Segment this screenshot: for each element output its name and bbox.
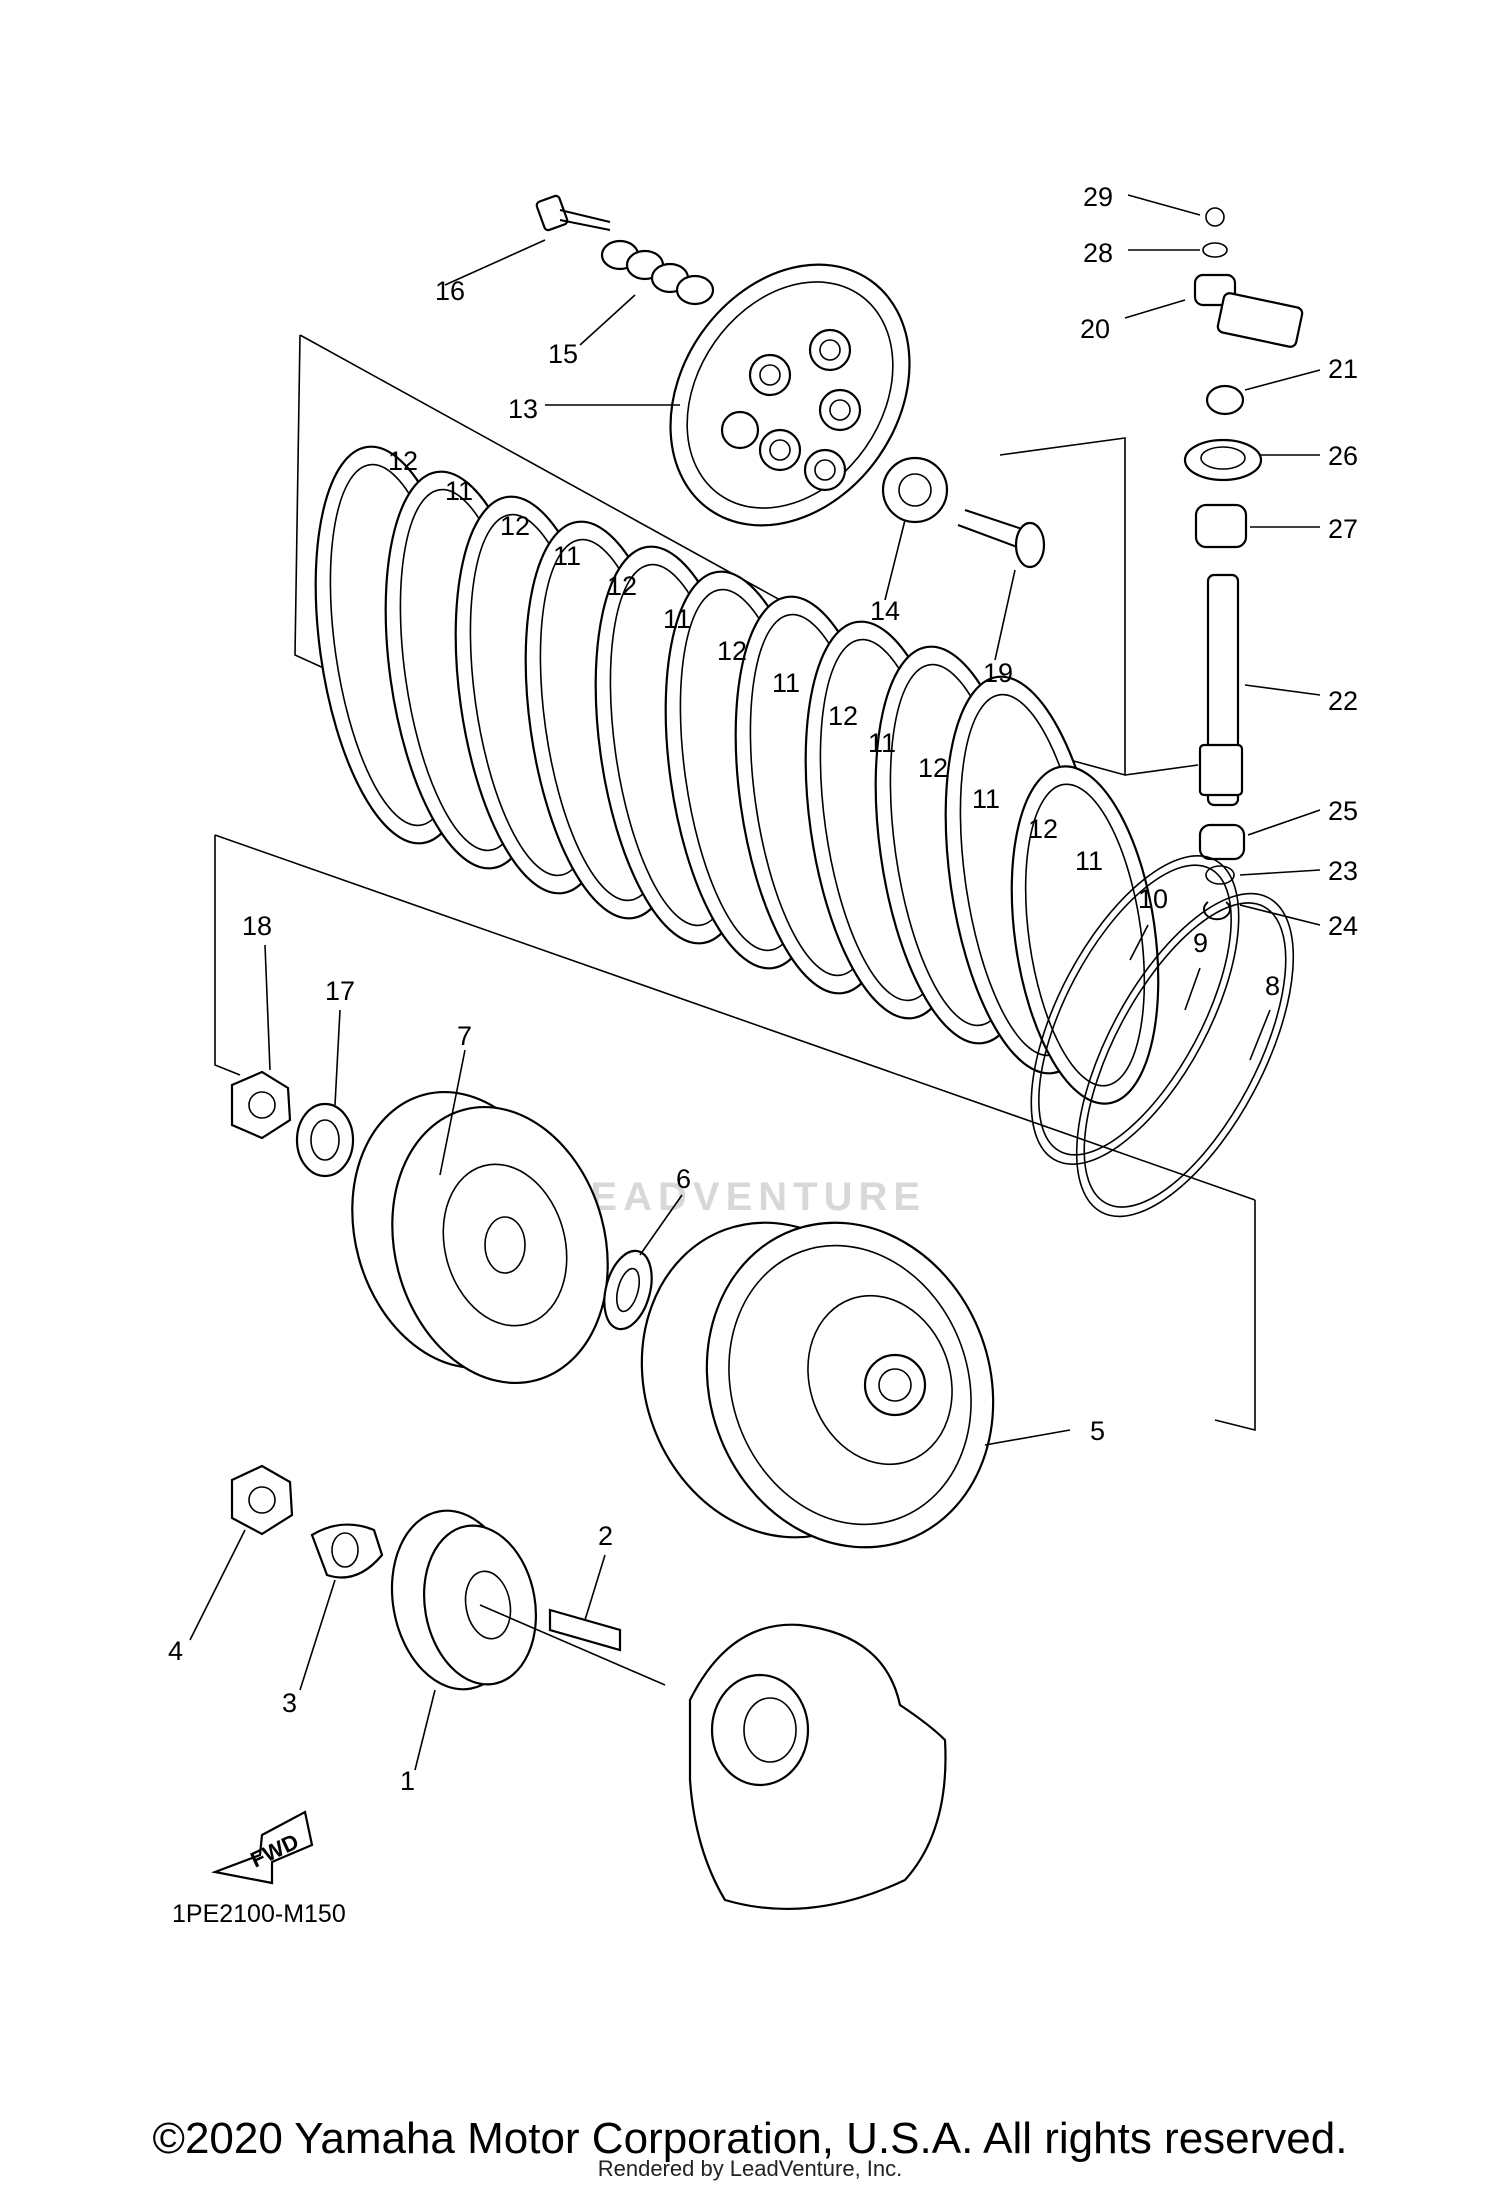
push-rod-part-19 xyxy=(957,509,1046,569)
part-label-12: 12 xyxy=(717,636,747,666)
part-label-27: 27 xyxy=(1328,514,1358,544)
lock-washer-part-6 xyxy=(603,1249,653,1331)
part-label-11: 11 xyxy=(663,604,691,634)
part-label-12: 12 xyxy=(607,571,637,601)
part-label-11: 11 xyxy=(772,668,800,698)
rings-parts-8-9 xyxy=(1030,855,1295,1218)
part-label-9: 9 xyxy=(1193,928,1208,958)
part-label-7: 7 xyxy=(457,1021,472,1051)
part-label-12: 12 xyxy=(388,446,418,476)
part-label-28: 28 xyxy=(1083,238,1113,268)
part-label-15: 15 xyxy=(548,339,578,369)
part-label-5: 5 xyxy=(1090,1416,1105,1446)
part-label-20: 20 xyxy=(1080,314,1110,344)
part-label-23: 23 xyxy=(1328,856,1358,886)
part-label-25: 25 xyxy=(1328,796,1358,826)
bearing-part-14 xyxy=(881,456,949,524)
part-label-22: 22 xyxy=(1328,686,1358,716)
diagram-code: 1PE2100-M150 xyxy=(172,1900,346,1928)
part-label-2: 2 xyxy=(598,1521,613,1551)
part-label-29: 29 xyxy=(1083,182,1113,212)
part-label-18: 18 xyxy=(242,911,272,941)
part-label-19: 19 xyxy=(983,658,1013,688)
clutch-housing-part-5 xyxy=(640,1221,995,1549)
clutch-plate-stack xyxy=(314,445,1160,1105)
part-label-16: 16 xyxy=(435,276,465,306)
crankshaft xyxy=(479,1604,947,1911)
rendered-by-credit: Rendered by LeadVenture, Inc. xyxy=(597,2156,903,2181)
gear-part-1 xyxy=(390,1509,538,1691)
part-label-4: 4 xyxy=(168,1636,183,1666)
part-label-13: 13 xyxy=(508,394,538,424)
spring-part-15 xyxy=(600,239,715,306)
washer-part-17 xyxy=(295,1102,355,1178)
part-label-12: 12 xyxy=(828,701,858,731)
part-labels: 16 15 13 14 19 29 28 20 21 26 27 22 25 2… xyxy=(168,182,1358,1928)
copyright-notice: ©2020 Yamaha Motor Corporation, U.S.A. A… xyxy=(152,2114,1348,2163)
part-label-26: 26 xyxy=(1328,441,1358,471)
part-label-8: 8 xyxy=(1265,971,1280,1001)
leader-lines xyxy=(189,194,1321,1771)
fwd-arrow-icon: FWD xyxy=(210,1810,314,1885)
release-shaft-assembly xyxy=(1183,207,1304,921)
part-label-12: 12 xyxy=(1028,814,1058,844)
part-label-14: 14 xyxy=(870,596,900,626)
part-label-24: 24 xyxy=(1328,911,1358,941)
part-label-11: 11 xyxy=(553,541,581,571)
pressure-plate-part-13 xyxy=(669,263,911,527)
part-label-11: 11 xyxy=(868,728,896,758)
part-label-11: 11 xyxy=(972,784,1000,814)
clutch-boss-part-7 xyxy=(351,1090,609,1385)
part-label-1: 1 xyxy=(400,1766,415,1796)
part-label-12: 12 xyxy=(918,753,948,783)
nut-part-4 xyxy=(230,1464,294,1536)
bolt-part-16 xyxy=(535,194,611,232)
watermark: LEADVENTURE xyxy=(560,1175,927,1219)
part-label-6: 6 xyxy=(676,1164,691,1194)
part-label-12: 12 xyxy=(500,511,530,541)
nut-part-18 xyxy=(230,1070,292,1140)
part-label-3: 3 xyxy=(282,1688,297,1718)
part-label-11: 11 xyxy=(445,476,473,506)
part-label-17: 17 xyxy=(325,976,355,1006)
part-label-11: 11 xyxy=(1075,846,1103,876)
part-label-21: 21 xyxy=(1328,354,1358,384)
part-label-10: 10 xyxy=(1138,884,1168,914)
key-part-2 xyxy=(548,1608,622,1652)
lock-washer-part-3 xyxy=(310,1523,384,1579)
